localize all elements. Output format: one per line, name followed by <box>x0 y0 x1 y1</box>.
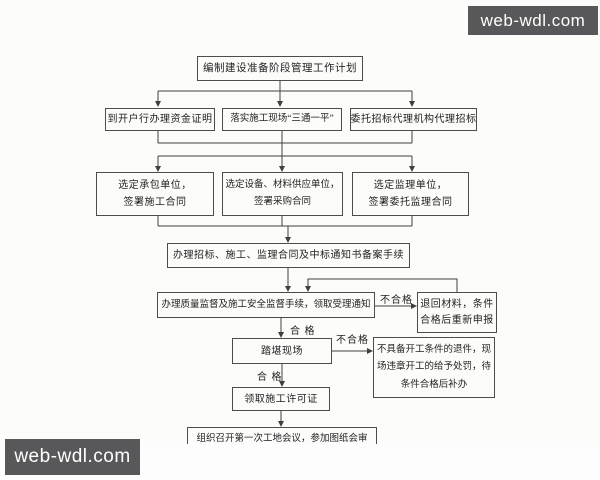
edge-label-pass-quality: 合 格 <box>290 326 316 337</box>
watermark-top-right: web-wdl.com <box>468 6 598 35</box>
edge-label-fail-quality: 不合格 <box>380 295 413 306</box>
node-supervisor: 选定监理单位， 签署委托监理合同 <box>352 172 469 216</box>
node-filing-text: 办理招标、施工、监理合同及中标通知书备案手续 <box>173 250 404 261</box>
node-supplier: 选定设备、材料供应单位， 签署采购合同 <box>222 172 343 216</box>
node-permit-text: 领取施工许可证 <box>244 393 318 405</box>
node-quality-supervision: 办理质量监督及施工安全监督手续，领取受理通知 <box>157 292 375 318</box>
edge-label-pass-survey: 合 格 <box>257 372 283 383</box>
node-return-materials: 退回材料，条件 合格后重新申报 <box>417 292 497 333</box>
node-quality-text: 办理质量监督及施工安全监督手续，领取受理通知 <box>161 299 371 310</box>
watermark-bottom-text: web-wdl.com <box>14 446 131 467</box>
node-survey-text: 踏堪现场 <box>261 345 303 357</box>
node-return-line1: 退回材料，条件 <box>420 298 494 310</box>
node-fund-certificate: 到开户行办理资金证明 <box>105 108 215 131</box>
node-return-line2: 合格后重新申报 <box>420 315 494 327</box>
node-bidding-agency: 委托招标代理机构代理招标 <box>350 108 477 131</box>
node-supervisor-line1: 选定监理单位， <box>373 180 448 191</box>
arrowhead-icons <box>155 101 417 427</box>
node-supervisor-line2: 签署委托监理合同 <box>368 197 453 208</box>
watermark-bottom-left: web-wdl.com <box>5 439 140 475</box>
node-contractor-line2: 签署施工合同 <box>123 197 187 208</box>
node-supplier-line1: 选定设备、材料供应单位， <box>225 180 340 191</box>
edge-label-fail-survey: 不合格 <box>336 335 369 346</box>
node-site-preparation: 落实施工现场“三通一平” <box>222 108 342 131</box>
node-contract-filing: 办理招标、施工、监理合同及中标通知书备案手续 <box>167 243 410 268</box>
node-reject-line3: 条件合格后补办 <box>400 379 468 390</box>
node-agency-text: 委托招标代理机构代理招标 <box>350 114 477 125</box>
node-reject-line1: 不具备开工条件的退件，现 <box>376 344 491 355</box>
node-contractor-line1: 选定承包单位， <box>118 180 192 191</box>
node-plan: 编制建设准备阶段管理工作计划 <box>197 56 363 81</box>
node-site-text: 落实施工现场“三通一平” <box>230 114 334 125</box>
node-plan-text: 编制建设准备阶段管理工作计划 <box>203 62 357 74</box>
watermark-top-text: web-wdl.com <box>480 10 586 30</box>
node-reject-penalty: 不具备开工条件的退件，现 场违章开工的给予处罚，待 条件合格后补办 <box>373 337 495 398</box>
node-construction-permit: 领取施工许可证 <box>232 387 330 411</box>
node-fund-text: 到开户行办理资金证明 <box>107 114 213 125</box>
node-meeting-text: 组织召开第一次工地会议，参加图纸会审 <box>196 434 368 444</box>
node-reject-line2: 场违章开工的给予处罚，待 <box>376 362 491 373</box>
node-supplier-line2: 签署采购合同 <box>253 197 311 208</box>
node-contractor: 选定承包单位， 签署施工合同 <box>96 172 214 216</box>
node-site-survey: 踏堪现场 <box>232 338 332 364</box>
